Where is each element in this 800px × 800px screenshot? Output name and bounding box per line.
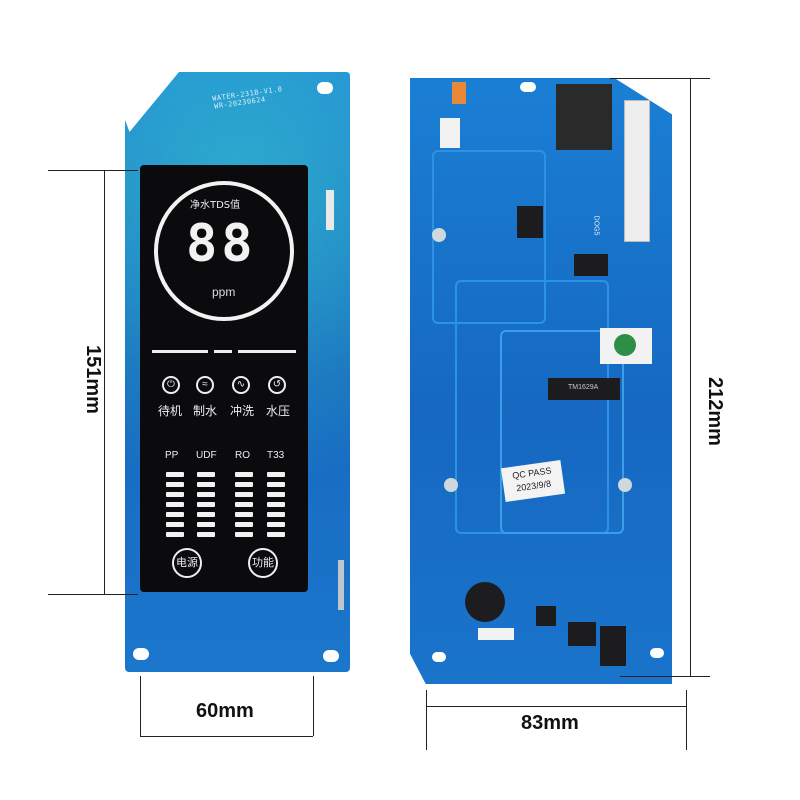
filter-level-segment <box>197 502 215 507</box>
mount-hole <box>520 82 536 92</box>
small-chip <box>536 606 556 626</box>
side-pin-header <box>338 560 344 610</box>
filter-level-segment <box>166 472 184 477</box>
dimension-line <box>313 676 314 736</box>
dimension-line <box>610 78 710 79</box>
filter-level-segment <box>197 512 215 517</box>
filter-level-segment <box>235 482 253 487</box>
dimension-line <box>686 690 687 750</box>
terminal-connector <box>624 100 650 242</box>
pin-header <box>478 628 514 640</box>
dimension-line <box>104 170 105 594</box>
dimension-line <box>140 736 313 737</box>
filter-level-segment <box>267 522 285 527</box>
function-button[interactable]: 功能 <box>248 548 278 578</box>
filter-level-segment <box>235 472 253 477</box>
filter-level-segment <box>235 512 253 517</box>
mode-label-flush: 冲洗 <box>230 404 255 418</box>
filter-level-segment <box>166 512 184 517</box>
dimension-line <box>48 594 138 595</box>
right-width-label: 83mm <box>521 712 579 734</box>
mount-hole <box>432 652 446 662</box>
filter-level-segment <box>166 492 184 497</box>
filter-level-segment <box>166 502 184 507</box>
standby-icon[interactable]: ⏻ <box>162 376 180 394</box>
pcb-trace <box>500 330 624 534</box>
left-height-label: 151mm <box>81 345 104 414</box>
filter-level-segment <box>267 472 285 477</box>
dimension-line <box>690 78 691 676</box>
mount-hole <box>317 82 333 94</box>
flush-icon[interactable]: ∿ <box>232 376 250 394</box>
ic-chip <box>517 206 543 238</box>
filter-level-segment <box>267 482 285 487</box>
mount-hole <box>650 648 664 658</box>
filter-level-segment <box>166 482 184 487</box>
divider-bar <box>238 350 296 353</box>
ppm-unit: ppm <box>212 285 236 299</box>
buzzer <box>465 582 505 622</box>
voltage-regulator <box>574 254 608 276</box>
filter-label-pp: PP <box>165 450 179 461</box>
relay-component <box>556 84 612 150</box>
connector-block <box>600 626 626 666</box>
dimension-line <box>48 170 138 171</box>
mode-label-standby: 待机 <box>158 404 183 418</box>
dimension-line <box>620 676 710 677</box>
driver-chip <box>548 378 620 400</box>
filter-level-segment <box>197 482 215 487</box>
filter-level-segment <box>267 512 285 517</box>
chip-label: TM1629A <box>568 384 599 391</box>
power-button[interactable]: 电源 <box>172 548 202 578</box>
tds-digits: 88 <box>186 214 257 274</box>
pressure-icon[interactable]: ↺ <box>268 376 286 394</box>
dimension-line <box>140 676 141 736</box>
filter-label-udf: UDF <box>196 450 217 461</box>
filter-level-segment <box>197 522 215 527</box>
filter-level-segment <box>235 492 253 497</box>
divider-bar <box>214 350 232 353</box>
filter-level-segment <box>267 502 285 507</box>
left-width-label: 60mm <box>196 700 254 722</box>
capacitor <box>614 334 636 356</box>
touch-pad <box>444 478 458 492</box>
right-height-label: 212mm <box>703 377 726 446</box>
filter-level-segment <box>166 532 184 537</box>
touch-pad <box>432 228 446 242</box>
filter-label-ro: RO <box>235 450 250 461</box>
connector-socket <box>440 118 460 148</box>
filter-level-segment <box>267 492 285 497</box>
tds-label: 净水TDS值 <box>190 200 241 211</box>
filter-label-t33: T33 <box>267 450 285 461</box>
side-label: DOG5 <box>592 215 600 236</box>
filter-level-segment <box>197 472 215 477</box>
touch-pad <box>618 478 632 492</box>
filter-level-segment <box>166 522 184 527</box>
mount-hole <box>323 650 339 662</box>
dimension-line <box>426 690 427 750</box>
filter-level-segment <box>235 522 253 527</box>
dip-switch <box>452 82 466 104</box>
filter-level-segment <box>197 532 215 537</box>
filter-level-segment <box>197 492 215 497</box>
tds-ring <box>154 181 294 321</box>
filter-level-segment <box>267 532 285 537</box>
mode-label-make: 制水 <box>193 404 218 418</box>
mount-hole <box>133 648 149 660</box>
filter-level-segment <box>235 532 253 537</box>
divider-bar <box>152 350 208 353</box>
side-pin-header <box>326 190 334 230</box>
mode-label-pressure: 水压 <box>266 404 291 418</box>
water-make-icon[interactable]: ≈ <box>196 376 214 394</box>
dimension-line <box>426 706 686 707</box>
inductor <box>568 622 596 646</box>
filter-level-segment <box>235 502 253 507</box>
